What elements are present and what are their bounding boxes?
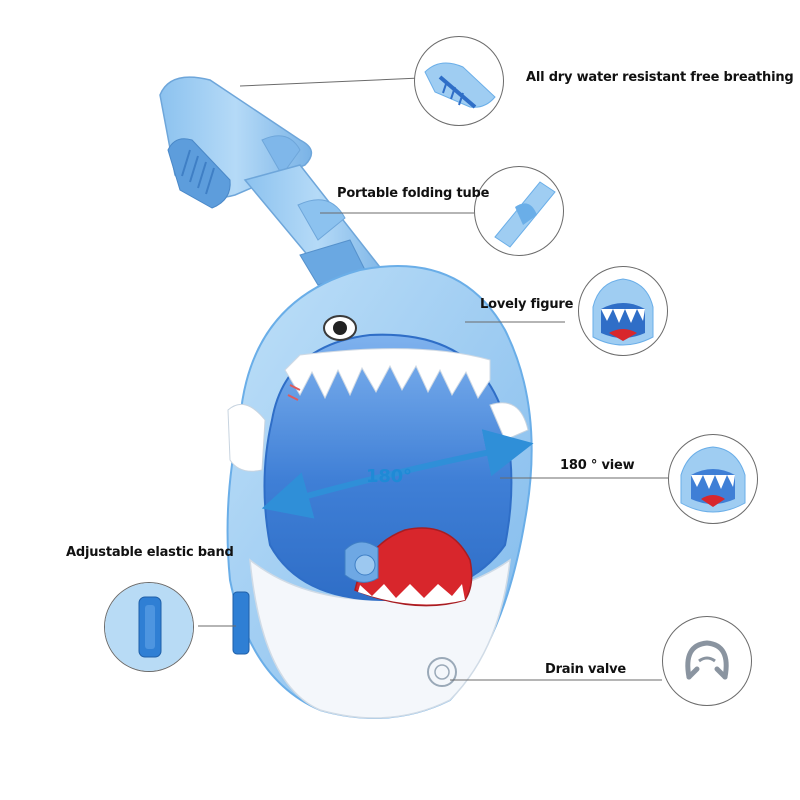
view-arc-arrow xyxy=(261,429,534,519)
callout-figure: Lovely figure xyxy=(480,297,574,312)
detail-view-icon xyxy=(668,434,758,524)
callout-breathing: All dry water resistant free breathing xyxy=(526,70,794,85)
view-angle-label: 180° xyxy=(366,466,412,487)
detail-drain-icon xyxy=(662,616,752,706)
detail-figure-icon xyxy=(578,266,668,356)
callout-view: 180 ° view xyxy=(560,458,635,473)
callout-band: Adjustable elastic band xyxy=(66,545,234,560)
callout-tube: Portable folding tube xyxy=(337,186,490,201)
mask-body xyxy=(226,265,533,719)
snorkel-top xyxy=(159,76,313,209)
detail-band-icon xyxy=(104,582,194,672)
detail-tube-icon xyxy=(474,166,564,256)
detail-breathing-icon xyxy=(414,36,504,126)
callout-lines xyxy=(198,77,668,681)
callout-drain: Drain valve xyxy=(545,662,627,677)
